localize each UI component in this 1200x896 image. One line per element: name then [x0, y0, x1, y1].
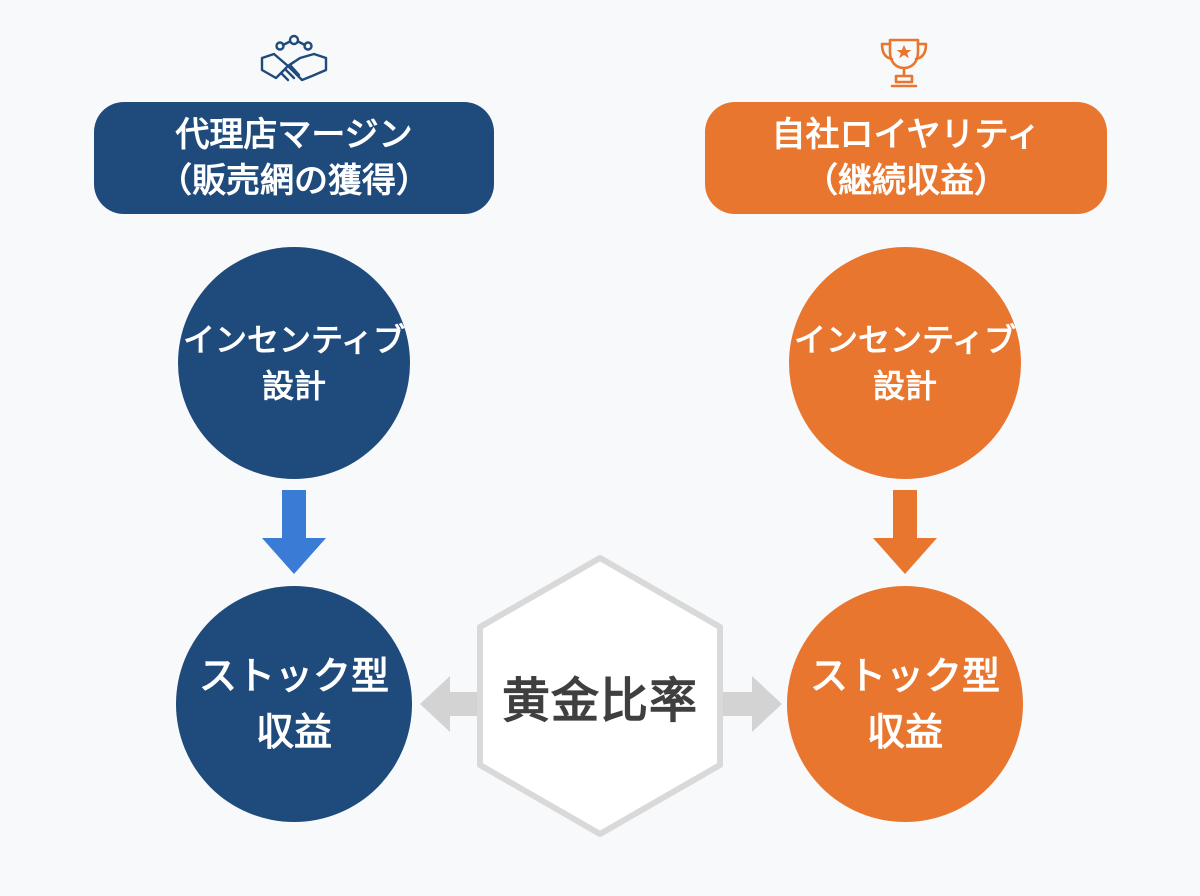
header-title-line1: 自社ロイヤリティ — [771, 115, 1041, 155]
incentive-line1: インセンティブ — [793, 321, 1017, 359]
golden-ratio-label: 黄金比率 — [501, 673, 698, 729]
agency-margin-header: 代理店マージン （販売網の獲得） — [94, 102, 494, 214]
header-title-line2: （販売網の獲得） — [158, 161, 430, 201]
stock-line1: ストック型 — [809, 654, 1000, 698]
handshake-icon — [260, 34, 328, 82]
incentive-line1: インセンティブ — [182, 321, 406, 359]
stock-line2: 収益 — [866, 710, 943, 754]
trophy-icon — [880, 38, 928, 88]
right-arrow-icon — [712, 676, 782, 732]
left-arrow-icon — [420, 676, 490, 732]
stock-line1: ストック型 — [198, 654, 389, 698]
stock-revenue-circle-right: ストック型 収益 — [787, 586, 1023, 822]
stock-line2: 収益 — [255, 710, 332, 754]
stock-revenue-circle-left: ストック型 収益 — [176, 586, 412, 822]
golden-ratio-hexagon — [477, 555, 723, 837]
down-arrow-left — [262, 490, 326, 574]
incentive-design-circle-right: インセンティブ 設計 — [789, 247, 1021, 479]
down-arrow-right — [873, 490, 937, 574]
header-title-line2: （継続収益） — [804, 161, 1008, 201]
incentive-line2: 設計 — [261, 367, 326, 405]
own-royalty-header: 自社ロイヤリティ （継続収益） — [705, 102, 1107, 214]
incentive-line2: 設計 — [872, 367, 937, 405]
header-title-line1: 代理店マージン — [175, 115, 413, 155]
incentive-design-circle-left: インセンティブ 設計 — [178, 247, 410, 479]
